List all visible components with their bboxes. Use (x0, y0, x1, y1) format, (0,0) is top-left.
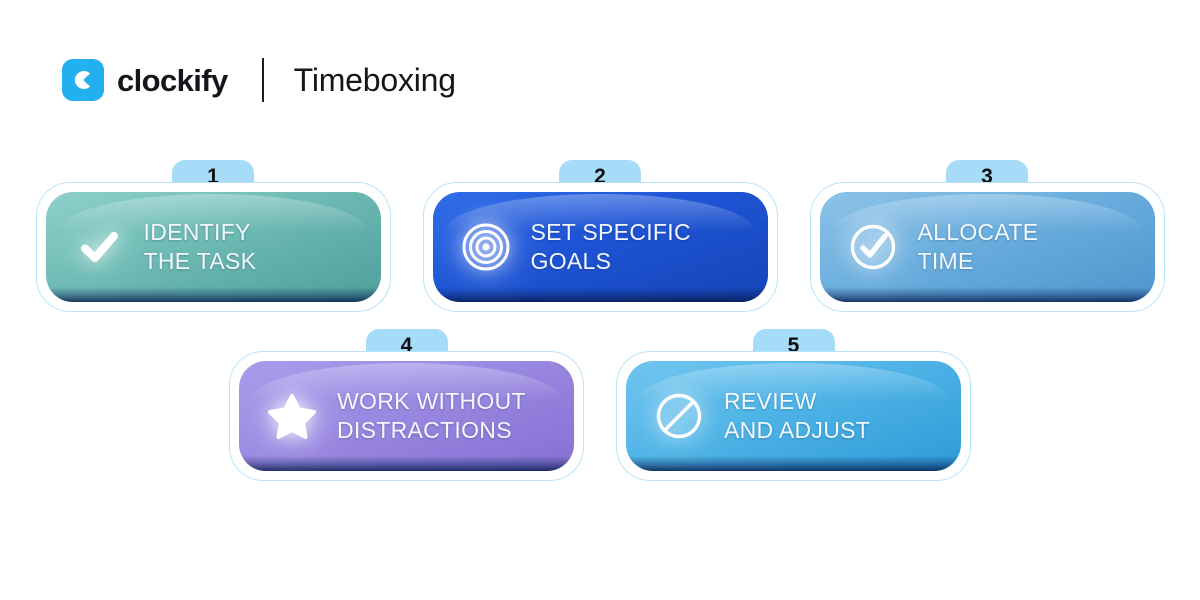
step-label-4: WORK WITHOUT DISTRACTIONS (337, 388, 526, 443)
step-card-frame-2: SET SPECIFIC GOALS (422, 182, 778, 312)
step-card-frame-4: WORK WITHOUT DISTRACTIONS (229, 351, 584, 481)
steps-row-bottom: 4 WORK WITHOUT DISTRACTIONS 5 (0, 329, 1200, 481)
step-card-4[interactable]: 4 WORK WITHOUT DISTRACTIONS (229, 329, 584, 481)
step-card-5[interactable]: 5 REVIEW AND ADJUST (616, 329, 971, 481)
step-card-body-3[interactable]: ALLOCATE TIME (819, 192, 1155, 302)
step-card-1[interactable]: 1 IDENTIFY THE TASK (35, 160, 391, 312)
steps-row-top: 1 IDENTIFY THE TASK 2 (0, 160, 1200, 312)
step-number-2: 2 (594, 165, 606, 188)
step-label-1: IDENTIFY THE TASK (143, 219, 257, 274)
step-card-frame-1: IDENTIFY THE TASK (35, 182, 391, 312)
page-title: Timeboxing (293, 62, 456, 98)
star-icon (261, 385, 323, 447)
step-number-4: 4 (400, 334, 413, 357)
target-rings-icon (455, 216, 517, 278)
check-mark-icon (68, 216, 130, 278)
check-circle-icon (842, 216, 904, 278)
step-label-3: ALLOCATE TIME (917, 219, 1039, 274)
step-card-3[interactable]: 3 ALLOCATE TIME (809, 160, 1165, 312)
step-card-body-2[interactable]: SET SPECIFIC GOALS (432, 192, 768, 302)
header-divider (261, 58, 264, 102)
step-card-body-5[interactable]: REVIEW AND ADJUST (626, 361, 961, 471)
step-label-5: REVIEW AND ADJUST (724, 388, 871, 443)
step-card-body-1[interactable]: IDENTIFY THE TASK (45, 192, 381, 302)
step-card-frame-5: REVIEW AND ADJUST (616, 351, 971, 481)
step-label-2: SET SPECIFIC GOALS (530, 219, 691, 274)
step-number-1: 1 (207, 165, 219, 188)
clockify-wordmark: clockify (117, 62, 228, 98)
step-card-2[interactable]: 2 SET SPECIFIC GOALS (422, 160, 778, 312)
steps-container: 1 IDENTIFY THE TASK 2 (0, 160, 1200, 481)
step-card-body-4[interactable]: WORK WITHOUT DISTRACTIONS (239, 361, 574, 471)
clockify-logo-icon[interactable] (62, 59, 104, 101)
no-entry-icon (648, 385, 710, 447)
step-number-5: 5 (787, 334, 800, 357)
step-number-3: 3 (981, 165, 993, 188)
page-header: clockify Timeboxing (62, 52, 456, 108)
step-card-frame-3: ALLOCATE TIME (809, 182, 1165, 312)
